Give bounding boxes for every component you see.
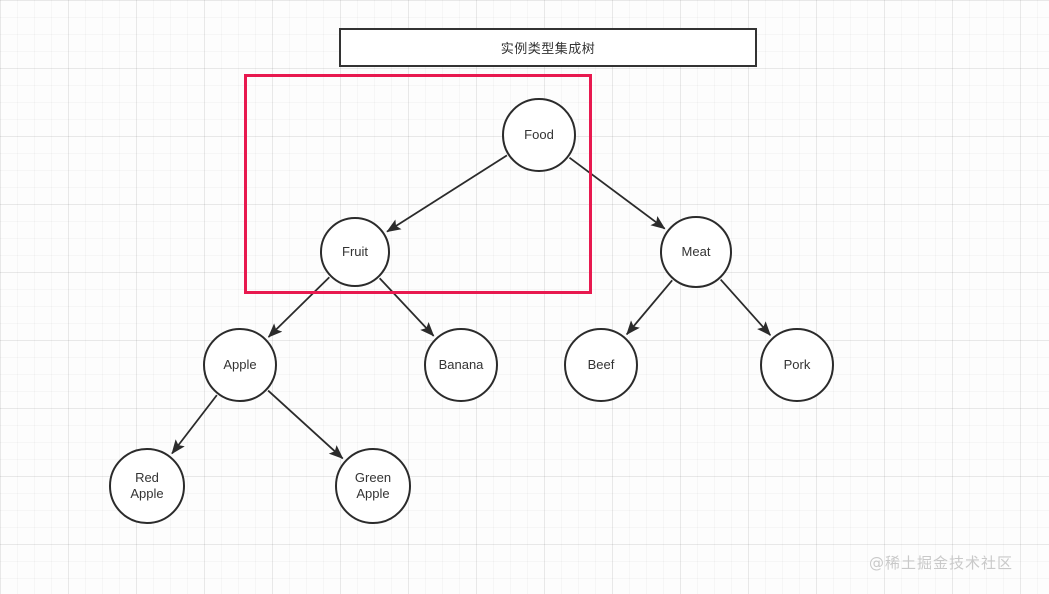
node-label-food: Food [524, 126, 554, 142]
node-label-beef: Beef [587, 356, 615, 372]
node-label-apple: Apple [223, 356, 257, 372]
page-title: 实例类型集成树 [500, 42, 596, 57]
node-label-pork: Pork [783, 356, 811, 372]
selection-highlight-rect[interactable] [244, 74, 592, 294]
edge-apple-to-red-apple [171, 394, 218, 455]
node-banana[interactable]: Banana [424, 328, 498, 402]
watermark: @稀土掘金技术社区 [869, 554, 1014, 572]
node-red-apple[interactable]: Red Apple [109, 448, 185, 524]
node-pork[interactable]: Pork [760, 328, 834, 402]
node-label-banana: Banana [438, 356, 484, 372]
node-fruit[interactable]: Fruit [320, 217, 390, 287]
node-label-green-apple: Green Apple [354, 469, 392, 501]
node-label-meat: Meat [681, 243, 711, 259]
node-label-red-apple: Red Apple [130, 469, 164, 501]
diagram-title-box[interactable]: 实例类型集成树 [339, 28, 757, 67]
node-food[interactable]: Food [502, 98, 576, 172]
node-green-apple[interactable]: Green Apple [335, 448, 411, 524]
node-beef[interactable]: Beef [564, 328, 638, 402]
node-meat[interactable]: Meat [660, 216, 732, 288]
edge-meat-to-beef [626, 279, 673, 336]
node-apple[interactable]: Apple [203, 328, 277, 402]
edge-apple-to-green-apple [267, 389, 344, 460]
edge-meat-to-pork [719, 278, 772, 336]
node-label-fruit: Fruit [342, 243, 368, 259]
